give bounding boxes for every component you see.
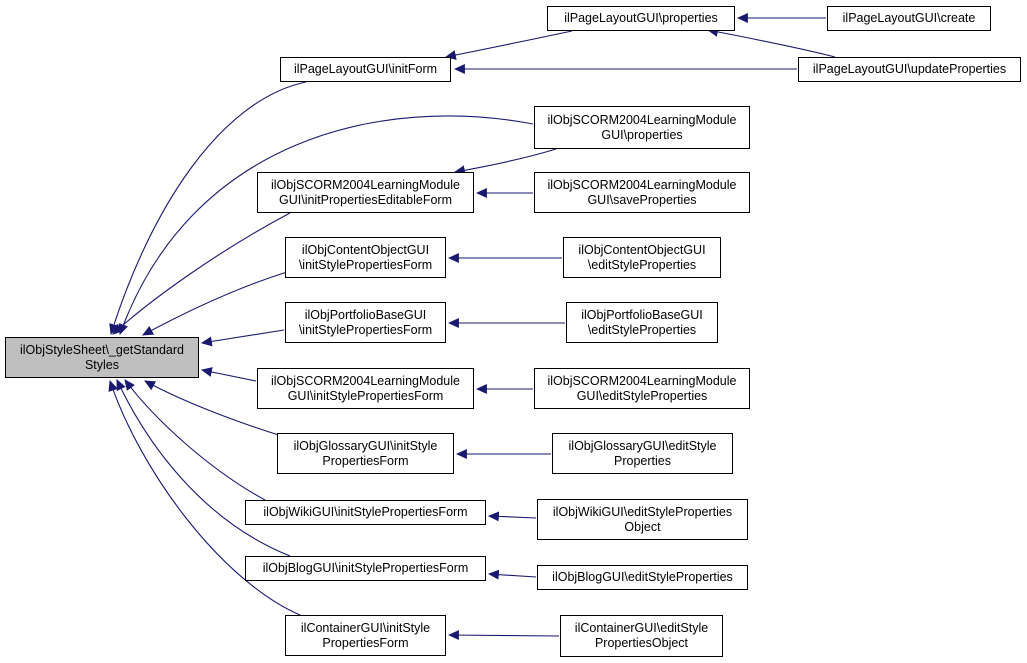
node-pagelayout-initform[interactable]: ilPageLayoutGUI\initForm <box>280 57 451 82</box>
node-pagelayout-properties[interactable]: ilPageLayoutGUI\properties <box>547 6 735 31</box>
edge-n21-to-n20 <box>447 630 560 641</box>
edge-n5-to-n6 <box>453 148 557 176</box>
node-scorm-properties[interactable]: ilObjSCORM2004LearningModule GUI\propert… <box>534 106 750 149</box>
node-pagelayout-updateproperties[interactable]: ilPageLayoutGUI\updateProperties <box>798 57 1021 82</box>
node-scorm-initpropertieseditableform[interactable]: ilObjSCORM2004LearningModule GUI\initPro… <box>257 172 474 213</box>
node-glossary-initstylepropertiesform[interactable]: ilObjGlossaryGUI\initStyle PropertiesFor… <box>277 433 454 474</box>
node-portfolio-editstyleproperties[interactable]: ilObjPortfolioBaseGUI \editStyleProperti… <box>566 302 718 343</box>
edge-n8-to-root <box>142 271 288 336</box>
edge-n10-to-root <box>200 329 285 347</box>
node-wiki-editstylepropertiesobject[interactable]: ilObjWikiGUI\editStyleProperties Object <box>537 499 748 540</box>
node-portfolio-initstylepropertiesform[interactable]: ilObjPortfolioBaseGUI \initStyleProperti… <box>285 302 446 343</box>
edge-n19-to-n18 <box>487 569 537 580</box>
node-scorm-editstyleproperties[interactable]: ilObjSCORM2004LearningModule GUI\editSty… <box>534 368 750 409</box>
edge-n14-to-root <box>144 380 286 438</box>
edge-n18-to-root <box>116 379 291 557</box>
edge-n17-to-n16 <box>487 511 537 522</box>
node-glossary-editstyleproperties[interactable]: ilObjGlossaryGUI\editStyle Properties <box>552 433 733 474</box>
node-container-initstylepropertiesform[interactable]: ilContainerGUI\initStyle PropertiesForm <box>285 615 446 656</box>
edge-n5-to-root <box>118 115 534 336</box>
edge-n1-to-root <box>109 81 307 336</box>
node-root-getstandardstyles[interactable]: ilObjStyleSheet\_getStandard Styles <box>5 337 199 378</box>
node-scorm-saveproperties[interactable]: ilObjSCORM2004LearningModule GUI\savePro… <box>534 172 750 213</box>
node-container-editstylepropertiesobject[interactable]: ilContainerGUI\editStyle PropertiesObjec… <box>560 615 723 657</box>
node-pagelayout-create[interactable]: ilPageLayoutGUI\create <box>827 6 991 31</box>
node-contentobject-initstylepropertiesform[interactable]: ilObjContentObjectGUI \initStyleProperti… <box>285 237 446 278</box>
edge-n16-to-root <box>124 379 266 501</box>
node-blog-editstyleproperties[interactable]: ilObjBlogGUI\editStyleProperties <box>537 565 748 590</box>
node-wiki-initstylepropertiesform[interactable]: ilObjWikiGUI\initStylePropertiesForm <box>245 500 486 525</box>
edge-n20-to-root <box>108 379 301 616</box>
node-contentobject-editstyleproperties[interactable]: ilObjContentObjectGUI \editStyleProperti… <box>563 237 721 278</box>
edge-n6-to-root <box>112 212 291 335</box>
edge-n2-to-n1 <box>444 30 573 60</box>
edge-n4-to-n2 <box>706 27 836 58</box>
node-scorm-initstylepropertiesform[interactable]: ilObjSCORM2004LearningModule GUI\initSty… <box>257 368 474 409</box>
edge-n12-to-root <box>200 367 257 382</box>
node-blog-initstylepropertiesform[interactable]: ilObjBlogGUI\initStylePropertiesForm <box>245 556 486 581</box>
